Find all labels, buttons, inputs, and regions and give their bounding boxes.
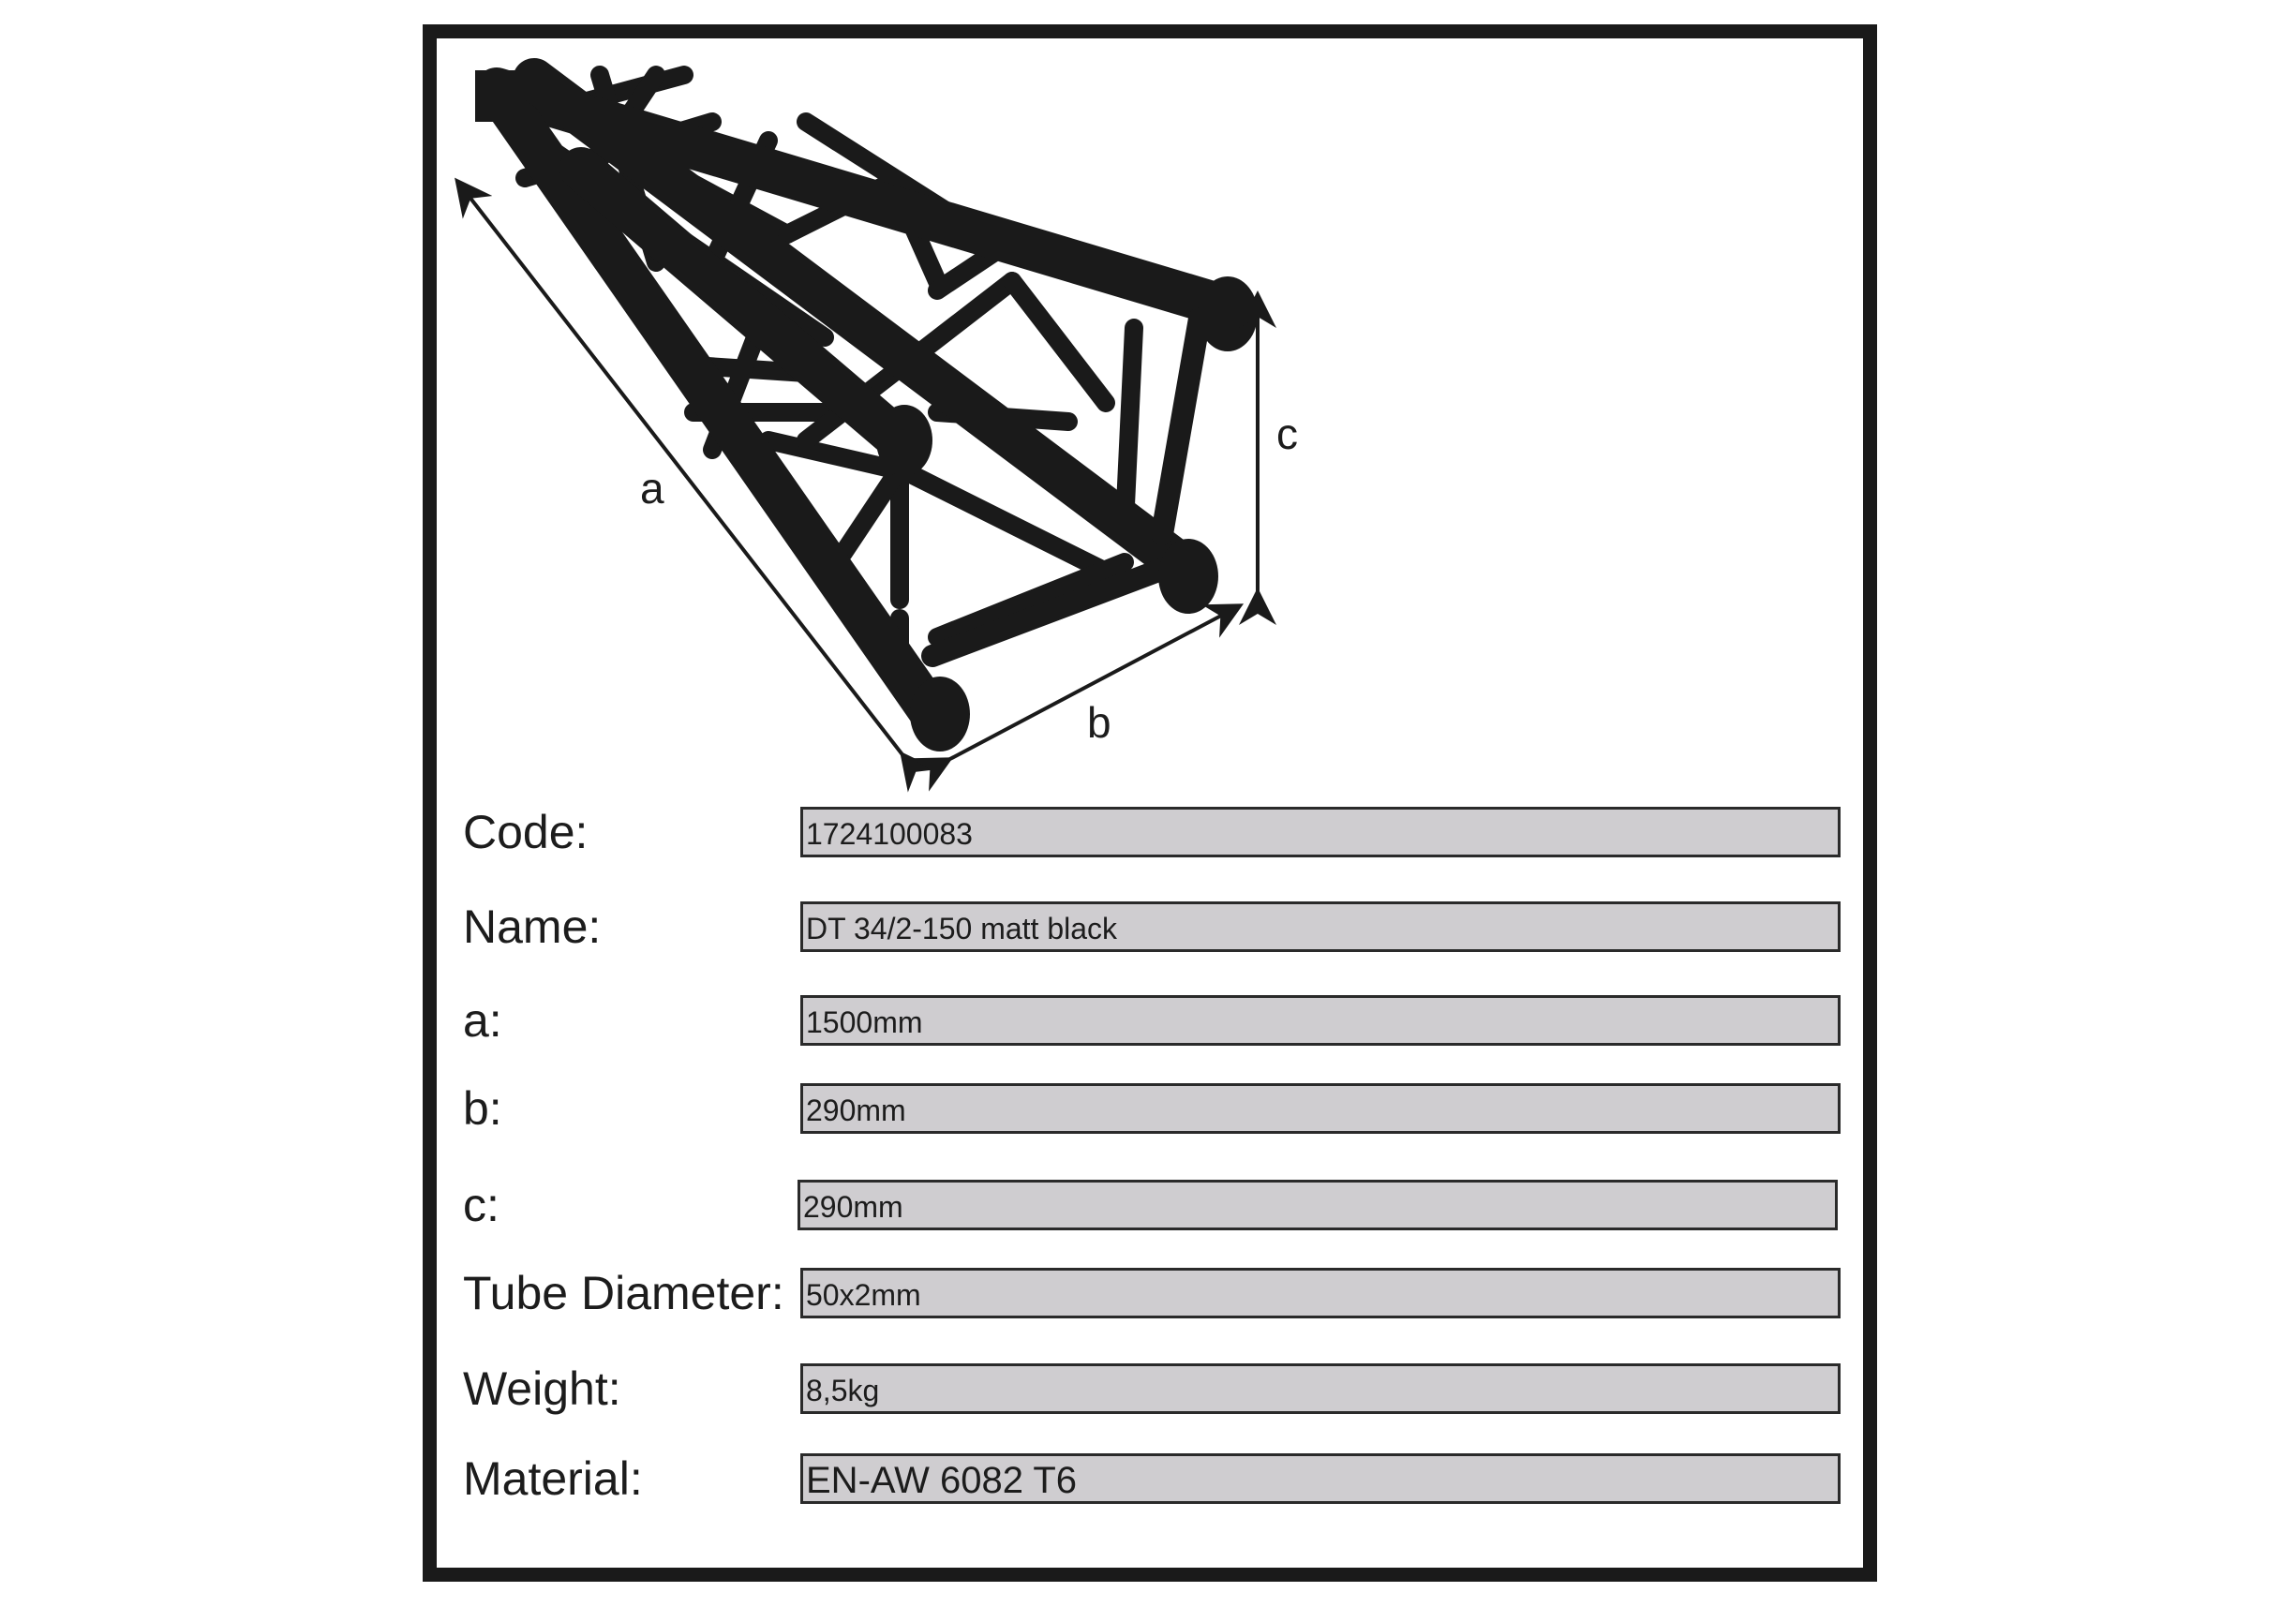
spec-row-code: Code: 1724100083 <box>0 807 2296 863</box>
spec-label: Name: <box>463 900 602 953</box>
spec-row-b: b: 290mm <box>0 1083 2296 1139</box>
dimension-arrows <box>455 177 1276 793</box>
dimension-label-c: c <box>1276 409 1298 458</box>
spec-label: a: <box>463 994 502 1047</box>
spec-row-a: a: 1500mm <box>0 995 2296 1051</box>
dimension-label-a: a <box>640 464 664 513</box>
spec-label: Code: <box>463 806 589 858</box>
spec-value-material: EN-AW 6082 T6 <box>800 1453 1841 1504</box>
spec-row-c: c: 290mm <box>0 1180 2296 1236</box>
spec-value-b: 290mm <box>800 1083 1841 1134</box>
spec-value-weight: 8,5kg <box>800 1363 1841 1414</box>
spec-label: c: <box>463 1179 499 1231</box>
spec-value-name: DT 34/2-150 matt black <box>800 901 1841 952</box>
spec-value-c: 290mm <box>798 1180 1838 1230</box>
spec-label: Weight: <box>463 1362 621 1415</box>
spec-label: Tube Diameter: <box>463 1267 784 1319</box>
spec-row-material: Material: EN-AW 6082 T6 <box>0 1453 2296 1510</box>
spec-value-tube-diameter: 50x2mm <box>800 1268 1841 1318</box>
spec-value-a: 1500mm <box>800 995 1841 1046</box>
spec-label: b: <box>463 1082 502 1135</box>
spec-row-weight: Weight: 8,5kg <box>0 1363 2296 1420</box>
spec-value-code: 1724100083 <box>800 807 1841 857</box>
truss-diagram <box>455 58 1276 793</box>
dimension-label-b: b <box>1087 698 1111 747</box>
spec-label: Material: <box>463 1452 643 1505</box>
spec-row-tube-diameter: Tube Diameter: 50x2mm <box>0 1268 2296 1324</box>
spec-row-name: Name: DT 34/2-150 matt black <box>0 901 2296 958</box>
truss-illustration <box>475 58 1258 751</box>
